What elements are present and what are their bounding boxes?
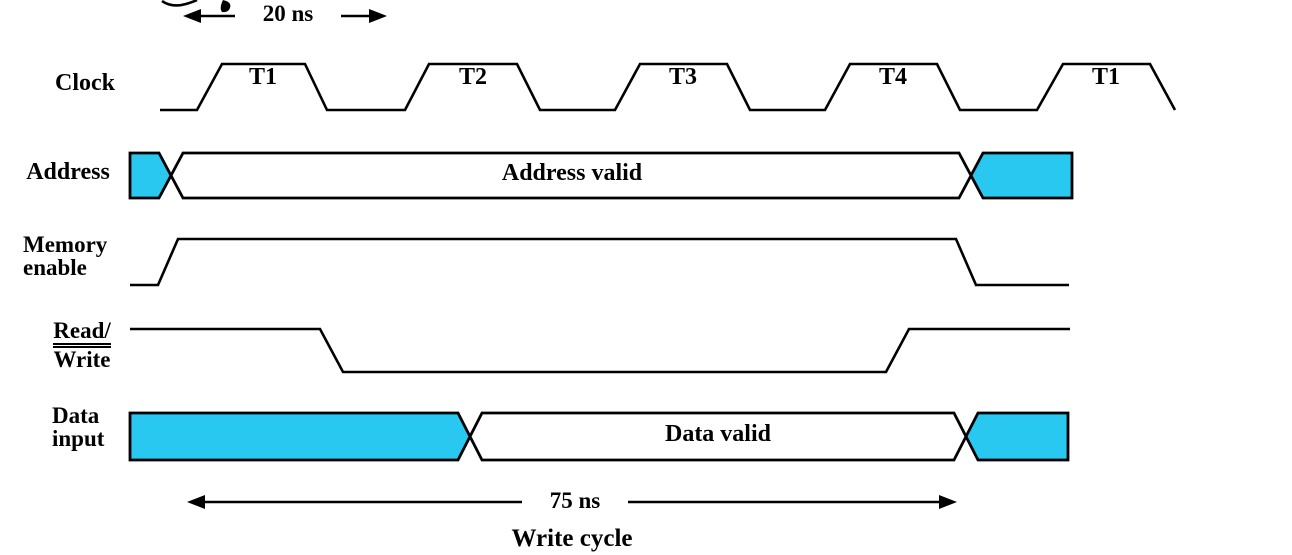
clock-phase-label-t1-next: T1 — [1091, 64, 1120, 90]
clipped-text-fragment — [220, 0, 231, 13]
clock-phase-label-t2: T2 — [458, 64, 487, 90]
data-valid-text: Data valid — [664, 421, 771, 447]
left-arrowhead-icon — [187, 495, 205, 509]
data-unknown-right-segment — [964, 411, 1070, 462]
signal-label-memory-enable: Memory enable — [23, 233, 107, 279]
read-write-waveform — [130, 327, 1070, 374]
write-cycle-caption: Write cycle — [511, 525, 633, 552]
clipped-text-fragment — [161, 0, 198, 7]
address-unknown-right-segment — [969, 151, 1074, 200]
read-write-label-line1: Read/ — [53, 318, 111, 345]
memory-enable-label-line2: enable — [23, 255, 87, 280]
read-write-label-line2: Write — [53, 346, 111, 372]
right-arrowhead-icon — [939, 495, 957, 509]
address-bus — [128, 151, 1074, 200]
clock-phase-label-t4: T4 — [878, 64, 907, 90]
data-unknown-left-segment — [128, 411, 472, 462]
data-input-label-line1: Data — [52, 403, 100, 428]
left-arrowhead-icon — [183, 9, 201, 23]
memory-enable-waveform — [130, 237, 1069, 287]
data-input-bus — [128, 411, 1070, 462]
clock-phase-label-t3: T3 — [668, 64, 697, 90]
memory-enable-label-line1: Memory — [23, 232, 108, 257]
signal-label-data-input: Data input — [52, 404, 104, 450]
cycle-time-label: 75 ns — [522, 489, 628, 512]
clock-phase-label-t1: T1 — [248, 64, 277, 90]
clock-waveform — [160, 62, 1177, 112]
right-arrowhead-icon — [369, 9, 387, 23]
data-input-label-line2: input — [52, 426, 105, 451]
address-unknown-left-segment — [128, 151, 173, 200]
signal-label-clock: Clock — [55, 70, 115, 96]
clock-period-label: 20 ns — [235, 2, 341, 25]
signal-label-address: Address — [26, 159, 110, 185]
signal-label-read-write: Read/ Write — [45, 318, 119, 372]
address-valid-text: Address valid — [501, 160, 643, 186]
